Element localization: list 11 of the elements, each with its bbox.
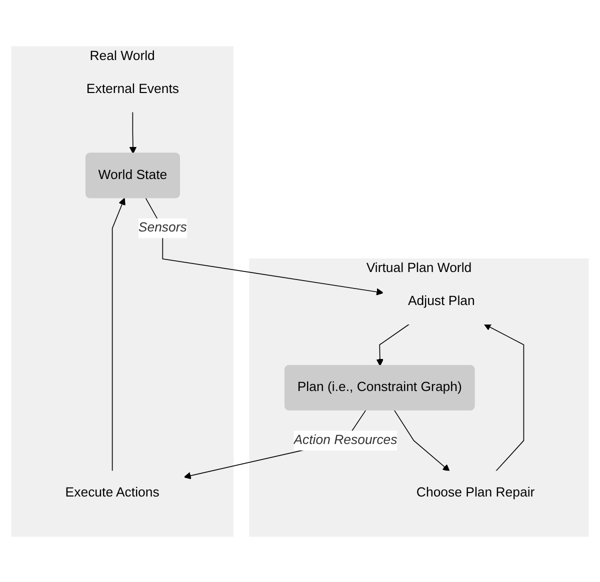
arrow bbox=[112, 197, 126, 472]
arrow bbox=[129, 110, 137, 154]
arrow bbox=[145, 197, 384, 295]
arrow bbox=[376, 323, 410, 366]
node-text: Choose Plan Repair bbox=[416, 486, 535, 500]
node-text: External Events bbox=[86, 82, 179, 96]
arrow bbox=[394, 410, 450, 471]
node-text: Adjust Plan bbox=[408, 294, 475, 308]
node-text: Execute Actions bbox=[65, 486, 160, 500]
edge-label: Sensors bbox=[138, 220, 187, 234]
arrow bbox=[484, 323, 524, 472]
